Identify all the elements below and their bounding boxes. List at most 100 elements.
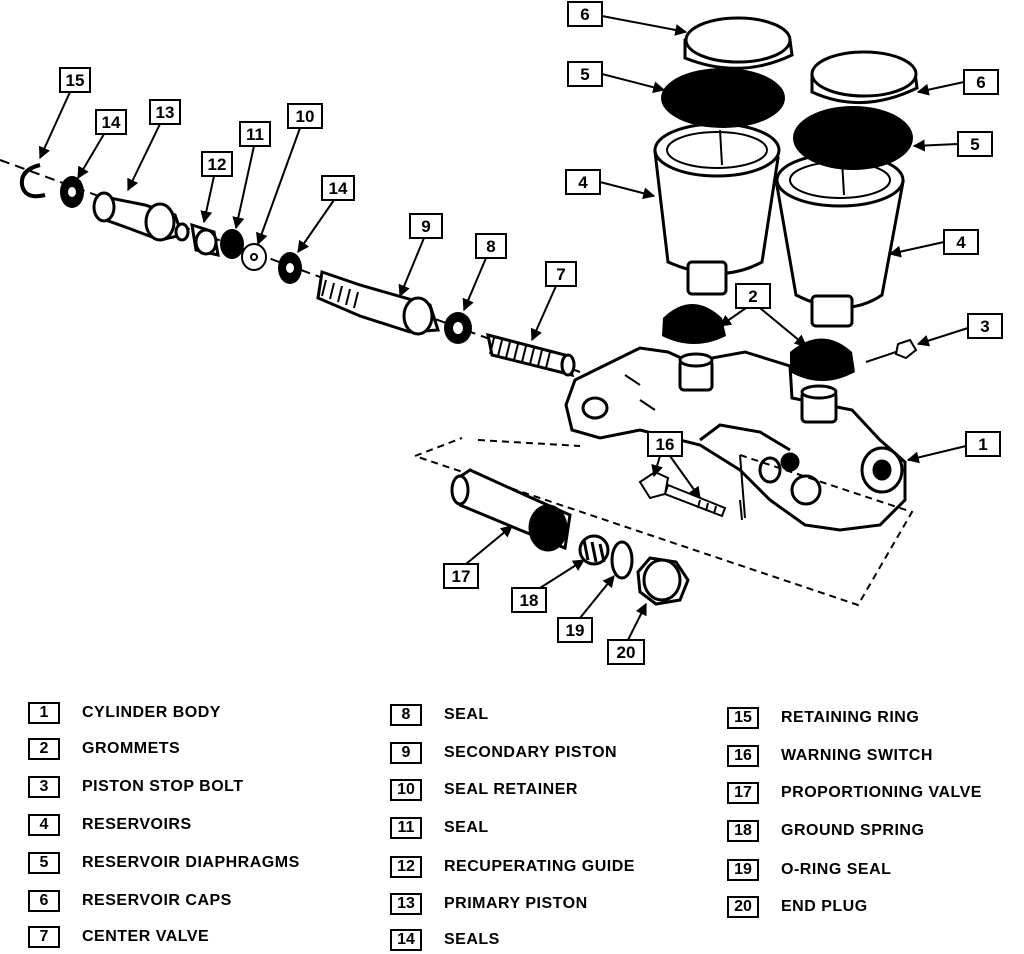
- legend-label: GROUND SPRING: [781, 822, 925, 839]
- callout-box-6a: [567, 1, 603, 27]
- legend-item-17: 17 PROPORTIONING VALVE: [727, 780, 982, 806]
- callout-box-1: [965, 431, 1001, 457]
- legend-label: CENTER VALVE: [82, 928, 210, 945]
- callout-box-3: [967, 313, 1003, 339]
- callout-9: 9: [421, 217, 430, 236]
- callout-box-16: [647, 431, 683, 457]
- callout-box-5a: [567, 61, 603, 87]
- secondary-piston: [316, 270, 441, 336]
- callout-6a: 6: [580, 5, 589, 24]
- callout-box-9: [409, 213, 443, 239]
- legend-label: PISTON STOP BOLT: [82, 778, 244, 795]
- legend-label: SEALS: [444, 931, 500, 948]
- legend-number: 14: [390, 929, 422, 951]
- legend-number: 12: [390, 856, 422, 878]
- callout-1: 1: [978, 435, 987, 454]
- legend-item-7: 7 CENTER VALVE: [28, 924, 209, 950]
- callout-box-15: [59, 67, 91, 93]
- o-ring-seal: [610, 540, 634, 580]
- legend-number: 16: [727, 745, 759, 767]
- proportioning-valve-bore-outline: [414, 437, 914, 607]
- legend-label: CYLINDER BODY: [82, 704, 221, 721]
- legend-label: RESERVOIR DIAPHRAGMS: [82, 854, 300, 871]
- callout-2: 2: [748, 287, 757, 306]
- legend-item-20: 20 END PLUG: [727, 894, 868, 920]
- legend-item-15: 15 RETAINING RING: [727, 705, 919, 731]
- legend-label: RESERVOIRS: [82, 816, 192, 833]
- legend-number: 18: [727, 820, 759, 842]
- legend-label: SEAL: [444, 819, 489, 836]
- legend-number: 15: [727, 707, 759, 729]
- callout-box-20: [607, 639, 645, 665]
- legend-label: RESERVOIR CAPS: [82, 892, 232, 909]
- callout-11: 11: [246, 125, 264, 144]
- callout-15: 15: [66, 71, 85, 90]
- grommet-right: [790, 338, 855, 381]
- legend-item-9: 9 SECONDARY PISTON: [390, 740, 617, 766]
- callout-16: 16: [656, 435, 675, 454]
- callout-8: 8: [486, 237, 495, 256]
- proportioning-valve: [450, 468, 572, 552]
- callout-6b: 6: [976, 73, 985, 92]
- legend-label: SEAL RETAINER: [444, 781, 578, 798]
- legend-item-8: 8 SEAL: [390, 702, 489, 728]
- reservoir-cap-left: [683, 16, 794, 70]
- legend-item-10: 10 SEAL RETAINER: [390, 777, 578, 803]
- legend-label: RETAINING RING: [781, 709, 920, 726]
- callout-box-4a: [565, 169, 601, 195]
- callout-box-6b: [963, 69, 999, 95]
- cylinder-body: [564, 346, 907, 532]
- legend-number: 7: [28, 926, 60, 948]
- legend-item-3: 3 PISTON STOP BOLT: [28, 774, 244, 800]
- callout-14b: 14: [329, 179, 348, 198]
- legend-label: PROPORTIONING VALVE: [781, 784, 982, 801]
- legend-number: 2: [28, 738, 60, 760]
- legend-number: 9: [390, 742, 422, 764]
- callout-box-2: [735, 283, 771, 309]
- legend-label: SECONDARY PISTON: [444, 744, 618, 761]
- legend-label: PRIMARY PISTON: [444, 895, 588, 912]
- legend-label: O-RING SEAL: [781, 861, 892, 878]
- legend-item-11: 11 SEAL: [390, 815, 489, 841]
- legend-label: WARNING SWITCH: [781, 747, 933, 764]
- callout-box-7: [545, 261, 577, 287]
- piston-stop-bolt: [865, 338, 918, 363]
- callout-box-4b: [943, 229, 979, 255]
- callout-box-13: [149, 99, 181, 125]
- center-valve: [486, 332, 576, 378]
- warning-switch: [638, 470, 727, 518]
- legend-number: 20: [727, 896, 759, 918]
- legend-item-2: 2 GROMMETS: [28, 736, 180, 762]
- callout-19: 19: [566, 621, 585, 640]
- diaphragm-right: [793, 106, 913, 170]
- reservoir-right: [774, 152, 905, 328]
- seal-retainer: [241, 243, 267, 271]
- legend-label: SEAL: [444, 706, 489, 723]
- callout-box-12: [201, 151, 233, 177]
- recuperating-guide: [190, 222, 220, 257]
- reservoir-cap-right: [810, 50, 919, 105]
- seal-11: [220, 229, 244, 259]
- grommet-left: [662, 304, 726, 344]
- callout-18: 18: [520, 591, 539, 610]
- primary-piston: [92, 191, 190, 242]
- end-plug: [636, 556, 690, 606]
- callout-12: 12: [208, 155, 227, 174]
- legend-item-18: 18 GROUND SPRING: [727, 818, 924, 844]
- legend-item-1: 1 CYLINDER BODY: [28, 700, 221, 726]
- callout-box-17: [443, 563, 479, 589]
- callout-13: 13: [156, 103, 175, 122]
- legend-number: 1: [28, 702, 60, 724]
- ground-spring: [578, 534, 610, 566]
- legend-item-6: 6 RESERVOIR CAPS: [28, 888, 232, 914]
- callout-4b: 4: [956, 233, 966, 252]
- callout-box-14a: [95, 109, 127, 135]
- callout-14a: 14: [102, 113, 121, 132]
- callout-box-11: [239, 121, 271, 147]
- reservoir-left: [653, 122, 781, 296]
- legend-item-4: 4 RESERVOIRS: [28, 812, 192, 838]
- legend-label: RECUPERATING GUIDE: [444, 858, 635, 875]
- legend-number: 5: [28, 852, 60, 874]
- legend-item-5: 5 RESERVOIR DIAPHRAGMS: [28, 850, 300, 876]
